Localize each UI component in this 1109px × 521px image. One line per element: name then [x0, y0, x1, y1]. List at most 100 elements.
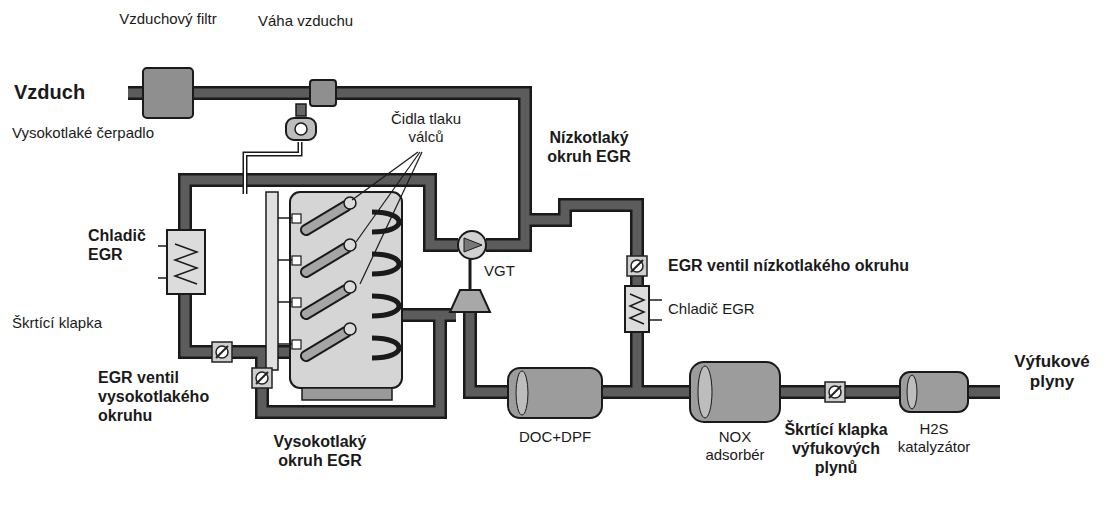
doc-dpf	[516, 371, 528, 415]
egr-cooler-high-pressure	[167, 230, 205, 294]
engine-cylinders	[278, 301, 292, 303]
part-label: DOC+DPF	[505, 428, 605, 446]
part-label: H2S katalyzátor	[890, 420, 978, 456]
engine-cylinders	[306, 332, 346, 356]
part-label: Vysokotlaké čerpadlo	[12, 124, 154, 142]
engine-cylinders	[292, 298, 301, 307]
part-label: NOX adsorbér	[695, 428, 775, 464]
egr-cooler-low-pressure	[625, 286, 662, 332]
part-label: Vzduchový filtr	[112, 10, 224, 28]
common-rail	[266, 192, 278, 370]
pipe	[600, 388, 692, 397]
h2s-catalyst	[907, 375, 917, 409]
pressure-sensor-leaders	[360, 152, 422, 284]
outlet-label: Výfukové plyny	[1002, 352, 1102, 393]
high-pressure-pump	[245, 104, 316, 194]
engine-block	[302, 388, 392, 400]
high-pressure-pump	[286, 118, 316, 140]
pipe	[525, 205, 637, 392]
egr-cooler-low-pressure	[649, 299, 662, 301]
part-label: Škrtící klapka výfukových plynů	[784, 420, 888, 478]
engine-cylinders	[306, 290, 346, 314]
engine-block	[290, 192, 402, 400]
pipe	[470, 310, 510, 392]
pipe-outline	[400, 308, 456, 322]
egr-cooler-high-pressure	[158, 245, 167, 247]
pipe-outline	[128, 93, 1000, 412]
engine-cylinders	[278, 197, 399, 358]
h2s-catalyst	[900, 372, 968, 412]
engine-cylinders	[278, 343, 292, 345]
engine-cylinders	[372, 338, 399, 358]
pipe-outline	[470, 310, 510, 392]
engine-cylinders	[306, 290, 346, 314]
doc-dpf	[508, 368, 602, 418]
pipe-outline	[600, 385, 692, 399]
common-rail	[266, 192, 278, 370]
engine-cylinders	[306, 248, 346, 272]
engine-cylinders	[278, 259, 292, 261]
circuit-label: Vysokotlaký okruh EGR	[258, 432, 382, 470]
turbocharger-vgt	[458, 231, 486, 259]
air-filter	[143, 68, 193, 118]
engine-block	[290, 192, 402, 388]
engine-cylinders	[344, 239, 356, 251]
egr-cooler-low-pressure	[625, 286, 649, 332]
engine-cylinders	[344, 323, 356, 335]
valves	[212, 342, 232, 362]
h2s-catalyst	[900, 372, 968, 412]
pipe-outline	[966, 385, 1000, 399]
engine-cylinders	[292, 214, 301, 223]
inlet-label: Vzduch	[14, 80, 85, 104]
pipe	[966, 388, 1000, 397]
pressure-sensor-leaders	[352, 152, 418, 200]
part-label: EGR ventil vysokotlakého okruhu	[98, 368, 222, 426]
egr-cooler-high-pressure	[175, 244, 197, 284]
part-label: VGT	[484, 262, 515, 280]
air-filter	[143, 68, 193, 118]
part-label: EGR ventil nízkotlakého okruhu	[668, 256, 909, 275]
pipe	[400, 311, 456, 320]
turbocharger-vgt	[469, 259, 472, 290]
valves	[252, 368, 272, 388]
circuit-label: Nízkotlaký okruh EGR	[536, 128, 642, 166]
engine-cylinders	[292, 256, 301, 265]
high-pressure-pump	[296, 104, 306, 116]
valves	[627, 256, 647, 276]
turbocharger-vgt	[450, 290, 490, 312]
part-label: Váha vzduchu	[258, 12, 353, 30]
air-mass-meter	[310, 80, 336, 106]
nox-adsorber	[690, 362, 780, 422]
air-mass-meter	[310, 80, 336, 106]
engine-cylinders	[306, 332, 346, 356]
egr-cooler-high-pressure	[158, 230, 205, 294]
pipe-outline	[525, 205, 637, 392]
valves	[825, 382, 845, 402]
high-pressure-pump	[295, 123, 307, 135]
egr-cooler-low-pressure	[649, 319, 662, 321]
engine-cylinders	[372, 296, 399, 316]
pressure-sensor-leaders	[352, 152, 422, 284]
part-label: Škrtící klapka	[12, 314, 102, 332]
part-label: Chladič EGR	[88, 226, 158, 264]
nox-adsorber	[698, 366, 712, 418]
part-label: Čidla tlaku válců	[380, 110, 472, 146]
high-pressure-pump	[245, 142, 300, 194]
pressure-sensor-leaders	[356, 152, 420, 242]
engine-cylinders	[372, 254, 399, 274]
engine-cylinders	[344, 281, 356, 293]
turbocharger-vgt	[464, 238, 482, 252]
engine-cylinders	[292, 340, 301, 349]
engine-cylinders	[306, 206, 346, 230]
pipe	[128, 93, 1000, 412]
nox-adsorber	[690, 362, 780, 422]
egr-cooler-high-pressure	[158, 277, 167, 279]
egr-cooler-low-pressure	[630, 294, 644, 324]
engine-cylinders	[278, 217, 292, 219]
engine-cylinders	[306, 248, 346, 272]
part-label: Chladič EGR	[668, 300, 755, 318]
doc-dpf	[508, 368, 602, 418]
engine-cylinders	[306, 206, 346, 230]
high-pressure-pump	[245, 142, 300, 194]
